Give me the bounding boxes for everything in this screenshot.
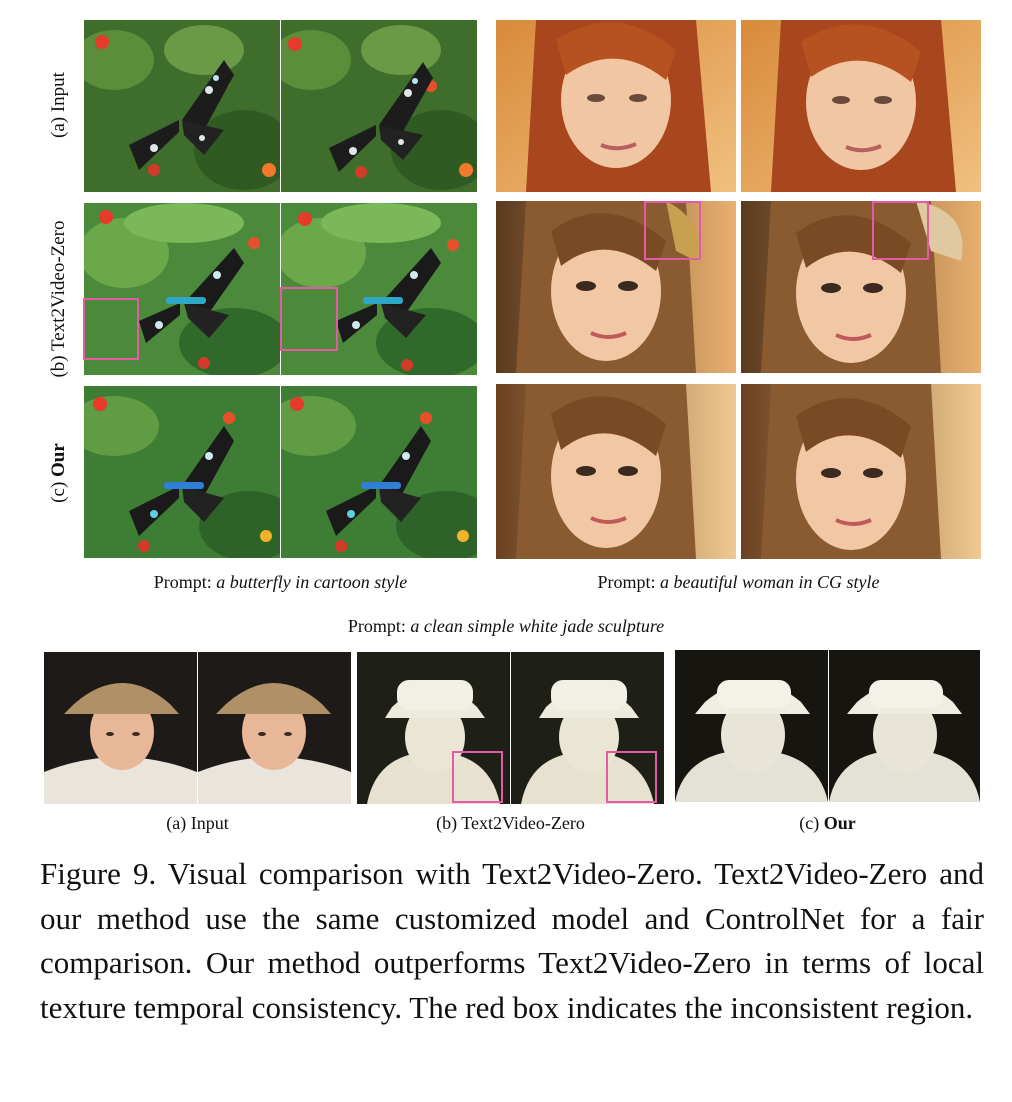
prompt-woman: Prompt: a beautiful woman in CG style [496,572,981,593]
row-label-prefix: (c) [48,476,69,503]
inconsistent-region-box [606,751,657,803]
row-label-input: (a) Input [48,25,72,185]
sublabel-input: (a) Input [44,813,351,834]
row-label-prefix: (a) [48,112,69,138]
inconsistent-region-box [872,201,929,260]
prompt-prefix: Prompt: [153,572,217,592]
woman-input-frame-2 [741,20,981,192]
woman-our-frame-1 [496,384,736,559]
sublabel-name: Our [823,813,856,833]
prompt-jade: Prompt: a clean simple white jade sculpt… [200,616,812,637]
sublabel-prefix: (b) [436,813,462,833]
row-label-our: (c) Our [48,393,72,553]
sublabel-text2video-zero: (b) Text2Video-Zero [357,813,664,834]
row-label-name: Input [48,72,69,113]
inconsistent-region-box [452,751,503,803]
jade-input-frame-1 [44,652,197,804]
jade-our-frame-1 [675,650,828,802]
butterfly-t2vz-frame-2 [281,203,477,375]
sublabel-prefix: (a) [166,813,191,833]
prompt-prefix: Prompt: [597,572,660,592]
woman-input-frame-1 [496,20,736,192]
inconsistent-region-box [644,201,701,260]
figure-caption: Figure 9. Visual comparison with Text2Vi… [40,856,984,1025]
woman-t2vz-frame-1 [496,201,736,373]
row-label-prefix: (b) [48,350,69,378]
jade-input-frame-2 [198,652,351,804]
butterfly-t2vz-frame-1 [84,203,280,375]
sublabel-name: Input [190,813,229,833]
jade-our-frame-2 [829,650,980,802]
woman-our-frame-2 [741,384,981,559]
butterfly-our-frame-1 [84,386,280,558]
prompt-text: a butterfly in cartoon style [216,572,408,592]
butterfly-input-frame-2 [281,20,477,192]
butterfly-our-frame-2 [281,386,477,558]
inconsistent-region-box [83,298,139,360]
sublabel-our: (c) Our [675,813,980,834]
sublabel-name: Text2Video-Zero [461,813,585,833]
prompt-butterfly: Prompt: a butterfly in cartoon style [84,572,477,593]
row-label-name: Text2Video-Zero [48,220,69,351]
jade-t2vz-frame-1 [357,652,510,804]
prompt-prefix: Prompt: [347,616,411,636]
row-label-name: Our [48,443,69,477]
inconsistent-region-box [280,287,338,351]
row-label-text2video-zero: (b) Text2Video-Zero [48,199,72,399]
prompt-text: a beautiful woman in CG style [660,572,880,592]
sublabel-prefix: (c) [799,813,824,833]
butterfly-input-frame-1 [84,20,280,192]
woman-t2vz-frame-2 [741,201,981,373]
prompt-text: a clean simple white jade sculpture [410,616,665,636]
jade-t2vz-frame-2 [511,652,664,804]
